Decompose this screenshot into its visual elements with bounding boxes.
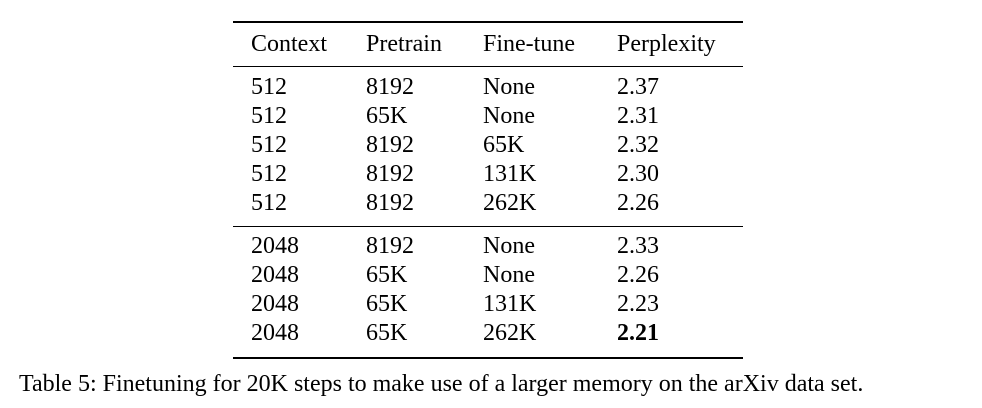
cell-context: 512 bbox=[251, 132, 287, 158]
table-bottom-rule bbox=[233, 357, 743, 359]
table-row: 2048 65K 131K 2.23 bbox=[233, 290, 743, 319]
cell-context: 512 bbox=[251, 103, 287, 129]
table-row: 512 8192 262K 2.26 bbox=[233, 189, 743, 218]
cell-fine-tune: None bbox=[483, 103, 535, 129]
cell-fine-tune: 262K bbox=[483, 320, 537, 346]
cell-perplexity: 2.33 bbox=[617, 233, 659, 259]
header-rule bbox=[233, 66, 743, 67]
cell-pretrain: 8192 bbox=[366, 161, 414, 187]
header-fine-tune: Fine-tune bbox=[483, 31, 575, 57]
cell-perplexity: 2.31 bbox=[617, 103, 659, 129]
cell-perplexity-best: 2.21 bbox=[617, 320, 659, 346]
table-row: 512 8192 65K 2.32 bbox=[233, 131, 743, 160]
table-row: 2048 8192 None 2.33 bbox=[233, 232, 743, 261]
cell-context: 2048 bbox=[251, 233, 299, 259]
table-row: 512 8192 None 2.37 bbox=[233, 73, 743, 102]
cell-pretrain: 8192 bbox=[366, 74, 414, 100]
cell-perplexity: 2.37 bbox=[617, 74, 659, 100]
cell-perplexity: 2.32 bbox=[617, 132, 659, 158]
cell-pretrain: 65K bbox=[366, 262, 408, 288]
cell-pretrain: 8192 bbox=[366, 190, 414, 216]
cell-context: 512 bbox=[251, 190, 287, 216]
cell-perplexity: 2.26 bbox=[617, 262, 659, 288]
cell-context: 2048 bbox=[251, 320, 299, 346]
group-divider-rule bbox=[233, 226, 743, 227]
header-pretrain: Pretrain bbox=[366, 31, 442, 57]
cell-fine-tune: 262K bbox=[483, 190, 537, 216]
table-row: 2048 65K 262K 2.21 bbox=[233, 319, 743, 348]
table-caption: Table 5: Finetuning for 20K steps to mak… bbox=[19, 371, 864, 397]
table-row: 512 8192 131K 2.30 bbox=[233, 160, 743, 189]
cell-context: 512 bbox=[251, 161, 287, 187]
cell-fine-tune: 131K bbox=[483, 161, 537, 187]
cell-fine-tune: None bbox=[483, 262, 535, 288]
table-row: 2048 65K None 2.26 bbox=[233, 261, 743, 290]
header-context: Context bbox=[251, 31, 327, 57]
cell-perplexity: 2.23 bbox=[617, 291, 659, 317]
cell-perplexity: 2.26 bbox=[617, 190, 659, 216]
table-top-rule bbox=[233, 21, 743, 23]
cell-pretrain: 65K bbox=[366, 320, 408, 346]
cell-context: 512 bbox=[251, 74, 287, 100]
cell-pretrain: 65K bbox=[366, 103, 408, 129]
header-perplexity: Perplexity bbox=[617, 31, 716, 57]
table-row: 512 65K None 2.31 bbox=[233, 102, 743, 131]
cell-context: 2048 bbox=[251, 262, 299, 288]
cell-perplexity: 2.30 bbox=[617, 161, 659, 187]
cell-fine-tune: 65K bbox=[483, 132, 525, 158]
cell-fine-tune: 131K bbox=[483, 291, 537, 317]
cell-context: 2048 bbox=[251, 291, 299, 317]
cell-pretrain: 65K bbox=[366, 291, 408, 317]
cell-fine-tune: None bbox=[483, 233, 535, 259]
cell-pretrain: 8192 bbox=[366, 233, 414, 259]
table-header-row: Context Pretrain Fine-tune Perplexity bbox=[233, 30, 743, 59]
cell-pretrain: 8192 bbox=[366, 132, 414, 158]
cell-fine-tune: None bbox=[483, 74, 535, 100]
